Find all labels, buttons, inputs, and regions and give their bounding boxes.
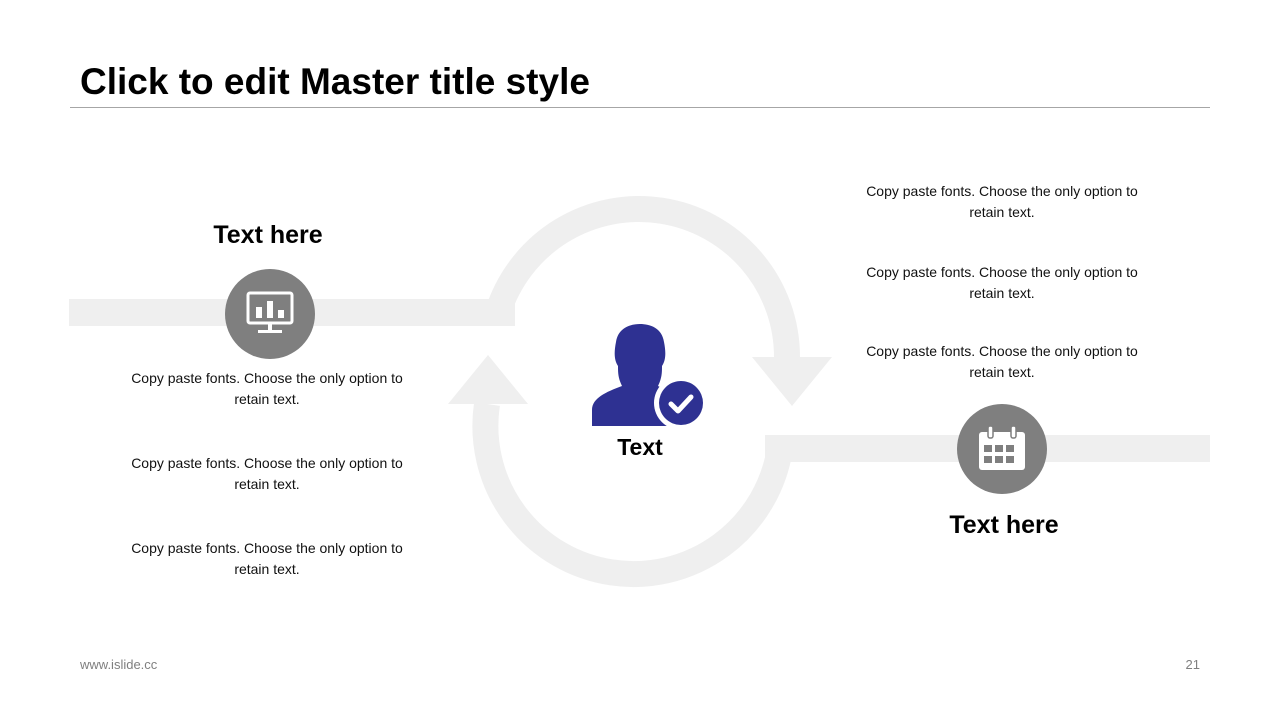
presentation-chart-icon [246,291,294,333]
left-paragraph-3: Copy paste fonts. Choose the only option… [131,540,403,577]
right-paragraph-2: Copy paste fonts. Choose the only option… [866,264,1138,301]
top-arrow-head [752,357,832,406]
center-label: Text [617,434,663,460]
user-verified-icon [592,324,708,430]
left-icon-circle [225,269,315,359]
slide-title: Click to edit Master title style [80,61,590,102]
footer-website: www.islide.cc [80,657,158,672]
top-arc [485,196,800,358]
page-number: 21 [1185,657,1200,672]
right-paragraph-1: Copy paste fonts. Choose the only option… [866,183,1138,220]
right-paragraph-3: Copy paste fonts. Choose the only option… [866,343,1138,380]
calendar-icon [979,425,1025,470]
title-divider [70,107,1210,108]
left-paragraph-1: Copy paste fonts. Choose the only option… [131,370,403,407]
right-heading: Text here [949,511,1059,539]
bottom-arc [472,402,793,588]
left-heading: Text here [213,221,323,249]
left-paragraph-2: Copy paste fonts. Choose the only option… [131,455,403,492]
bottom-arrow-head [448,355,528,404]
right-icon-circle [957,404,1047,494]
